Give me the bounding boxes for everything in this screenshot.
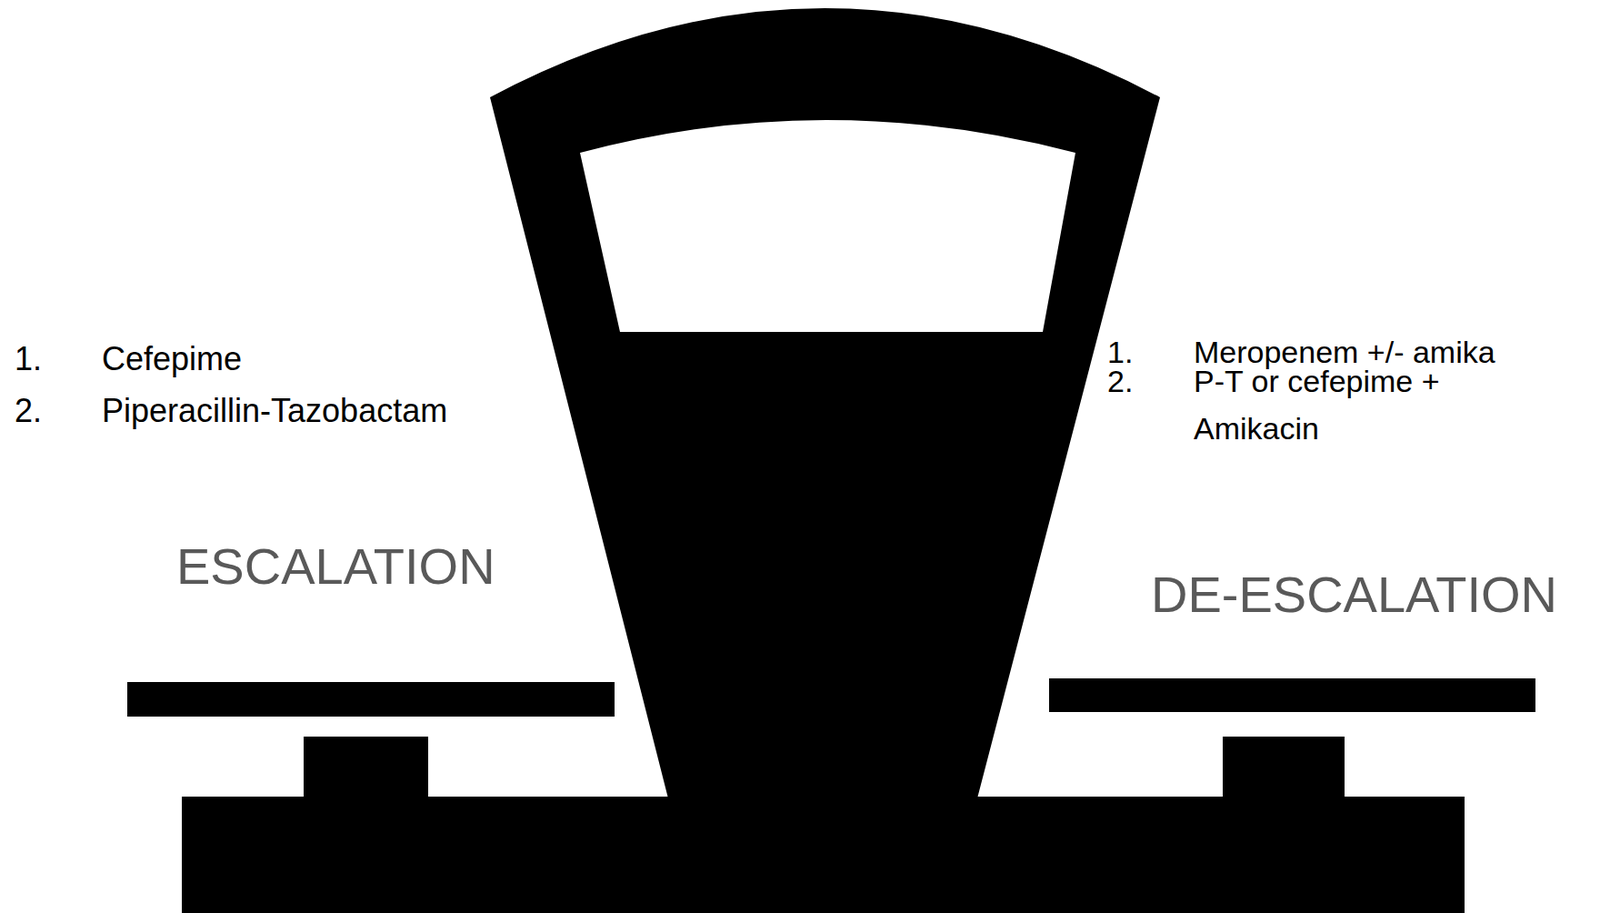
left-pan <box>127 681 615 717</box>
list-number: 2. <box>14 389 42 433</box>
drug-item: Cefepime <box>101 337 242 381</box>
section-heading: DE-ESCALATION <box>1150 564 1558 625</box>
list-number: 1. <box>14 337 42 381</box>
right-post <box>1222 736 1345 800</box>
scale-base <box>181 796 1465 913</box>
drug-item: Piperacillin-Tazobactam <box>101 389 448 433</box>
right-pan <box>1049 678 1536 712</box>
list-number: 2. <box>1107 357 1133 405</box>
section-heading: ESCALATION <box>176 536 496 597</box>
left-post <box>303 736 429 800</box>
drug-item: P-T or cefepime + Amikacin <box>1193 357 1494 452</box>
